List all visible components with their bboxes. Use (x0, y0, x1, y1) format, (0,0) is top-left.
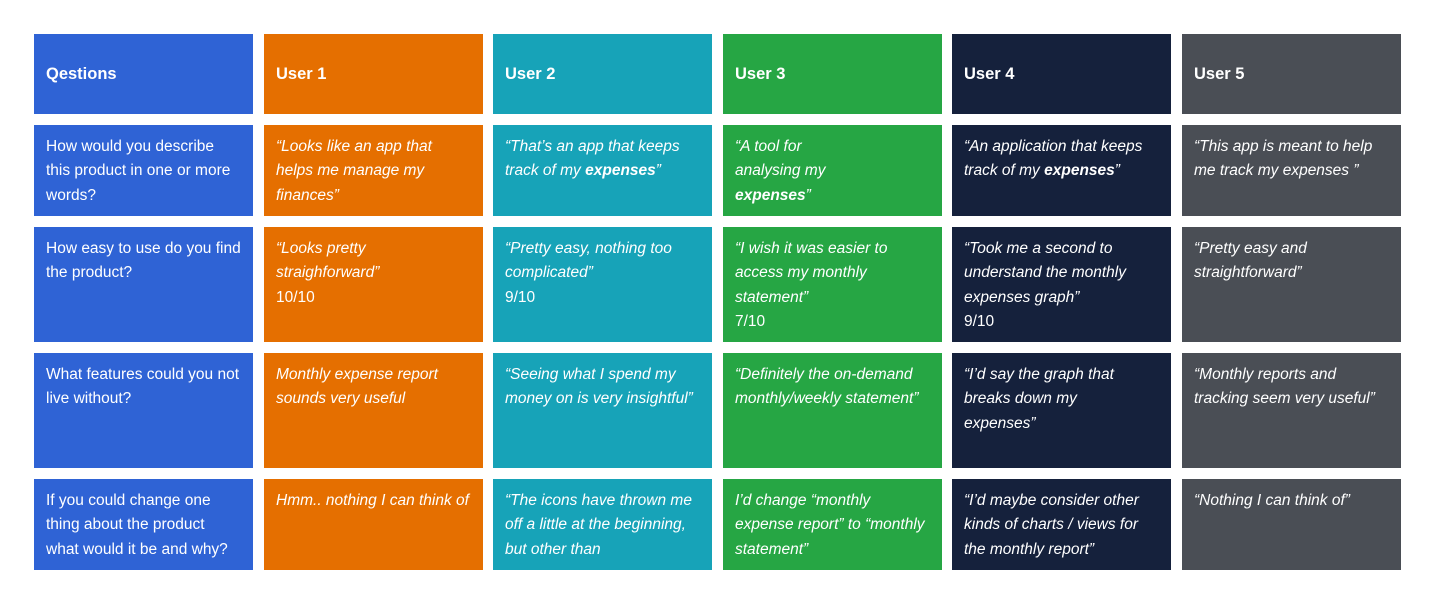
answer-cell: Hmm.. nothing I can think of (264, 479, 483, 570)
header-label: User 4 (964, 64, 1015, 83)
question-cell: If you could change one thing about the … (34, 479, 253, 570)
question-text: If you could change one thing about the … (46, 492, 228, 558)
answer-text: “An application that keeps track of my (964, 138, 1143, 180)
answer-cell: “I’d maybe consider other kinds of chart… (952, 479, 1171, 570)
answer-emphasis: expenses (735, 186, 806, 204)
header-user-1: User 1 (264, 34, 483, 114)
answer-cell: “Pretty easy, nothing too complicated” 9/… (493, 227, 712, 342)
answer-text: “That’s an app that keeps track of my (505, 138, 680, 180)
header-user-5: User 5 (1182, 34, 1401, 114)
header-questions: Qestions (34, 34, 253, 114)
answer-cell: “Nothing I can think of” (1182, 479, 1401, 570)
header-label: User 3 (735, 64, 786, 83)
header-label: User 5 (1194, 64, 1245, 83)
rating-text: 9/10 (964, 313, 995, 331)
header-label: User 2 (505, 64, 556, 83)
answer-cell: Monthly expense report sounds very usefu… (264, 353, 483, 468)
question-text: What features could you not live without… (46, 366, 240, 408)
answer-cell: “Definitely the on-demand monthly/weekly… (723, 353, 942, 468)
answer-cell: “That’s an app that keeps track of my ex… (493, 125, 712, 216)
answer-text-end: ” (655, 162, 661, 180)
question-cell: What features could you not live without… (34, 353, 253, 468)
answer-cell: “Seeing what I spend my money on is very… (493, 353, 712, 468)
answer-cell: “I wish it was easier to access my month… (723, 227, 942, 342)
answer-text: “I’d say the graph that breaks down my e… (964, 366, 1114, 432)
answer-text: “Definitely the on-demand monthly/weekly… (735, 366, 919, 408)
answer-text: “Took me a second to understand the mont… (964, 240, 1126, 306)
header-user-3: User 3 (723, 34, 942, 114)
answer-text: “The icons have thrown me off a little a… (505, 492, 692, 558)
answer-text: “Pretty easy, nothing too complicated” (505, 240, 672, 282)
answer-text: “I wish it was easier to access my month… (735, 240, 888, 306)
answer-text: “Monthly reports and tracking seem very … (1194, 366, 1375, 408)
answer-cell: I’d change “monthly expense report” to “… (723, 479, 942, 570)
answer-emphasis: expenses (1044, 162, 1115, 180)
answer-text-end: ” (805, 186, 811, 204)
answer-cell: “Took me a second to understand the mont… (952, 227, 1171, 342)
answer-cell: “The icons have thrown me off a little a… (493, 479, 712, 570)
answer-text: Hmm.. nothing I can think of (276, 492, 469, 509)
question-cell: How easy to use do you find the product? (34, 227, 253, 342)
answer-cell: “Looks like an app that helps me manage … (264, 125, 483, 216)
answer-text: “I’d maybe consider other kinds of chart… (964, 492, 1139, 558)
answer-text: Monthly expense report sounds very usefu… (276, 366, 438, 408)
rating-text: 10/10 (276, 288, 315, 306)
answer-emphasis: expenses (585, 162, 656, 180)
question-text: How would you describe this product in o… (46, 138, 231, 204)
rating-text: 7/10 (735, 313, 766, 331)
answer-text: “Looks pretty straighforward” (276, 240, 380, 282)
answer-cell: “Monthly reports and tracking seem very … (1182, 353, 1401, 468)
answer-text: “Pretty easy and straightforward” (1194, 240, 1307, 282)
header-user-2: User 2 (493, 34, 712, 114)
question-cell: How would you describe this product in o… (34, 125, 253, 216)
header-label: User 1 (276, 64, 327, 83)
answer-cell: “A tool for analysing my expenses” (723, 125, 942, 216)
rating-text: 9/10 (505, 288, 536, 306)
answer-cell: “An application that keeps track of my e… (952, 125, 1171, 216)
answer-cell: “Looks pretty straighforward” 10/10 (264, 227, 483, 342)
answer-text-end: ” (1114, 162, 1120, 180)
header-user-4: User 4 (952, 34, 1171, 114)
answer-cell: “Pretty easy and straightforward” (1182, 227, 1401, 342)
answer-text: “Nothing I can think of” (1194, 492, 1350, 509)
answer-text: “Seeing what I spend my money on is very… (505, 366, 693, 408)
answer-cell: “I’d say the graph that breaks down my e… (952, 353, 1171, 468)
answer-text: “This app is meant to help me track my e… (1194, 138, 1373, 180)
header-label: Qestions (46, 64, 117, 83)
answer-text: “Looks like an app that helps me manage … (276, 138, 432, 204)
question-text: How easy to use do you find the product? (46, 240, 241, 282)
answer-text: “A tool for analysing my (735, 138, 826, 180)
answer-cell: “This app is meant to help me track my e… (1182, 125, 1401, 216)
answer-text: I’d change “monthly expense report” to “… (735, 492, 925, 558)
